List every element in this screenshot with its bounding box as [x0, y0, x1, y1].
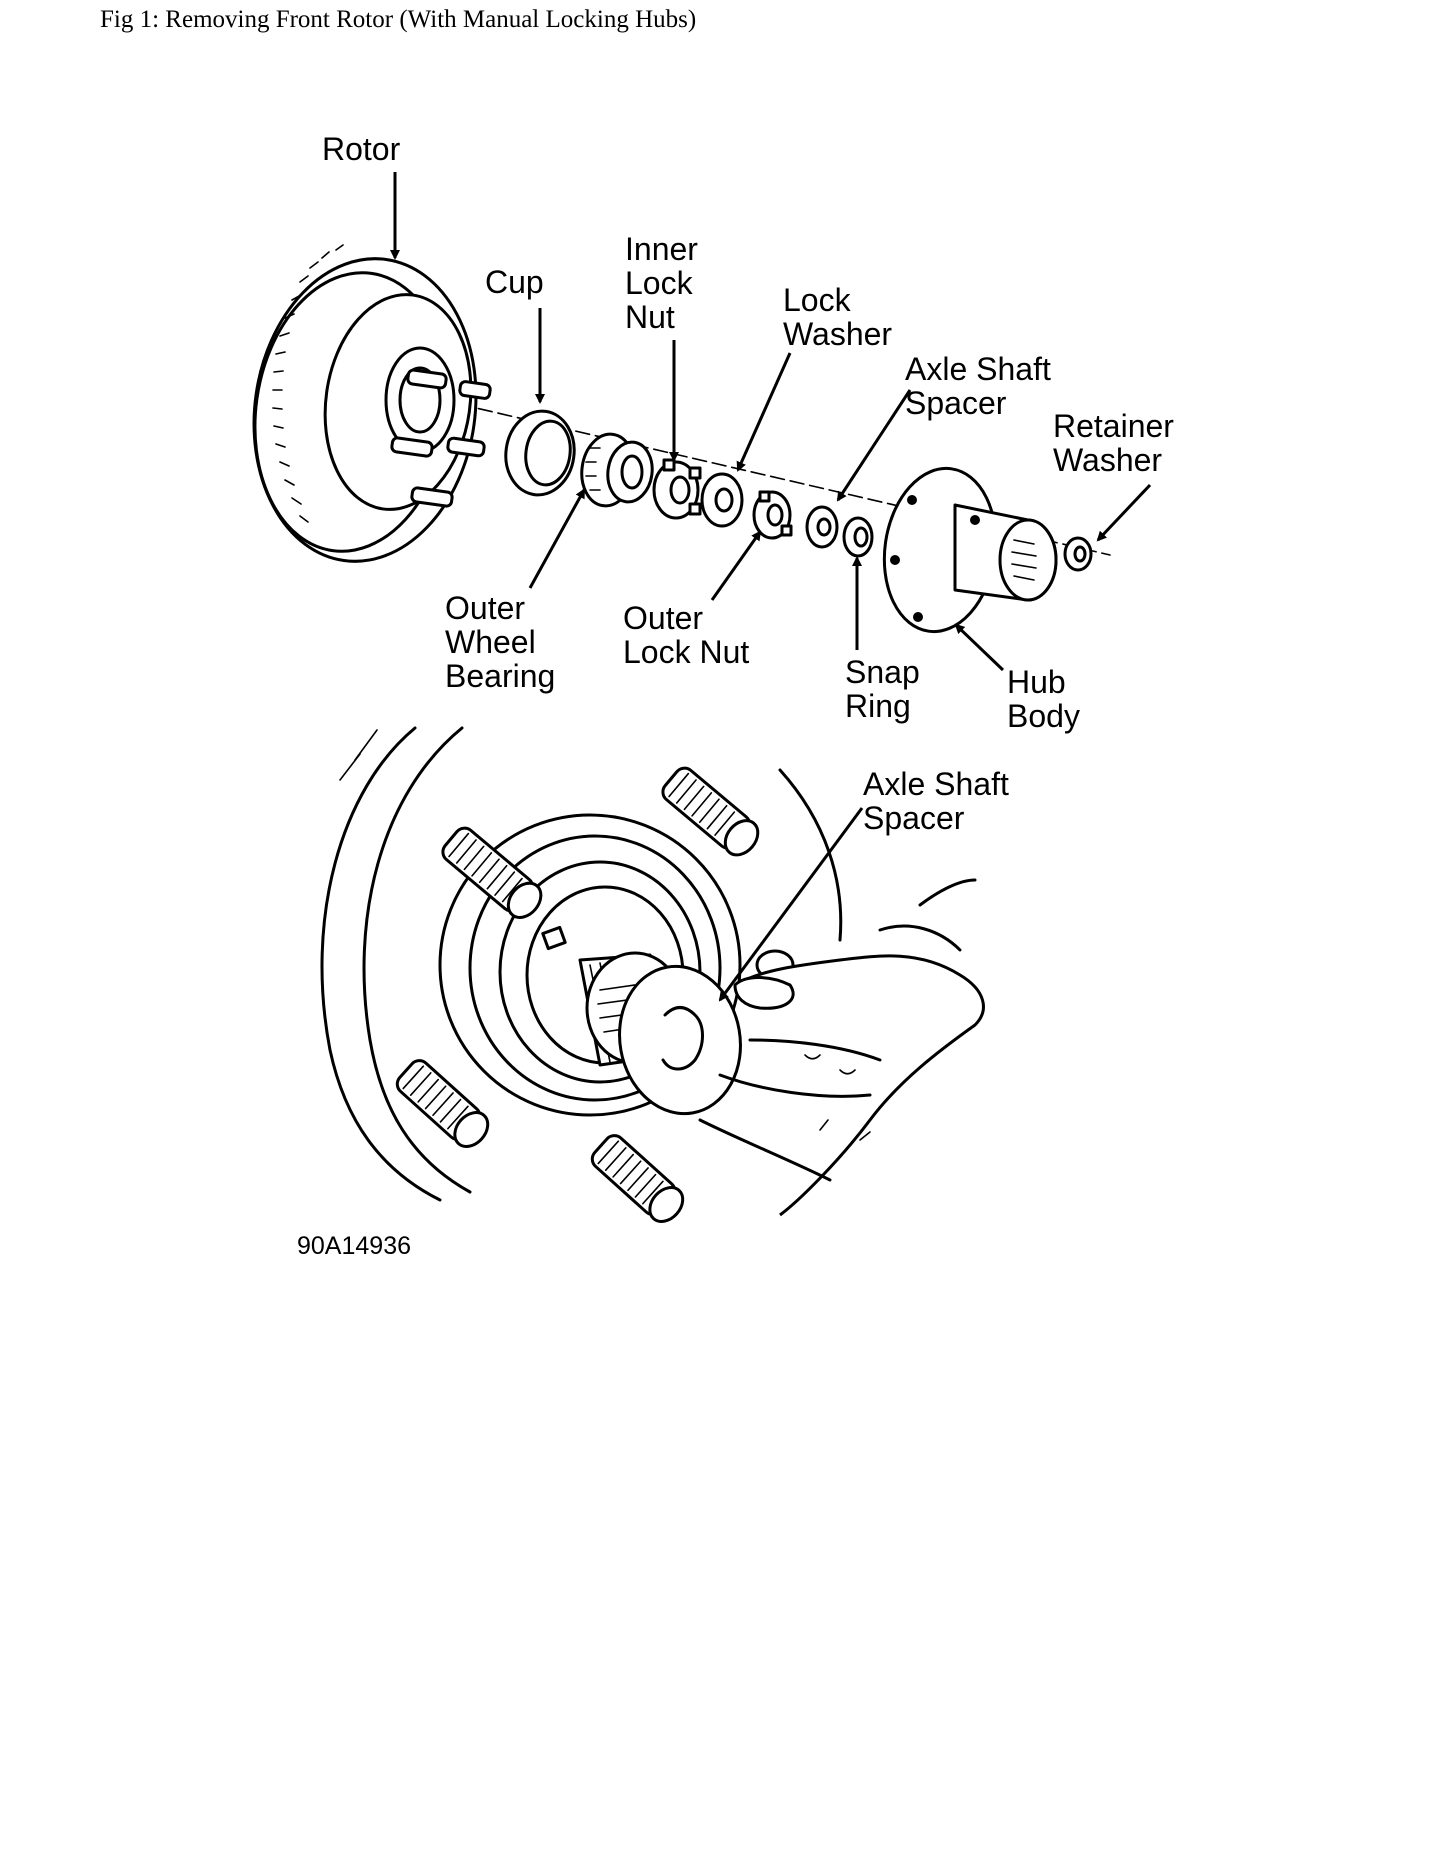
detail-view: Axle Shaft Spacer	[320, 726, 1018, 1223]
inner-lock-nut-drawing	[652, 458, 702, 520]
lock-washer-drawing	[700, 472, 744, 528]
cup-drawing	[504, 409, 576, 497]
detail-axle-shaft-spacer	[618, 964, 742, 1116]
label-axle-shaft-spacer: Axle Shaft Spacer	[905, 351, 1060, 421]
axle-shaft-spacer-drawing	[805, 505, 839, 549]
detail-wheel-studs	[395, 766, 795, 1223]
label-cup: Cup	[485, 264, 544, 300]
label-retainer-washer: Retainer Washer	[1053, 408, 1183, 478]
retainer-washer-drawing	[1063, 536, 1093, 572]
figure-caption: Fig 1: Removing Front Rotor (With Manual…	[100, 6, 697, 33]
label-lock-washer: Lock Washer	[783, 282, 892, 352]
label-detail-axle-shaft-spacer: Axle Shaft Spacer	[863, 766, 1018, 836]
hand-drawing	[698, 878, 985, 1217]
outer-lock-nut-drawing	[752, 490, 793, 540]
rotor-drawing	[252, 244, 492, 563]
wheel-studs	[390, 368, 492, 508]
label-rotor: Rotor	[322, 131, 401, 167]
label-outer-lock-nut: Outer Lock Nut	[623, 600, 749, 670]
label-snap-ring: Snap Ring	[845, 654, 929, 724]
snap-ring-drawing	[842, 516, 874, 558]
label-inner-lock-nut: Inner Lock Nut	[625, 231, 707, 335]
outer-wheel-bearing-drawing	[580, 432, 654, 508]
hub-body-drawing	[882, 466, 1058, 634]
label-hub-body: Hub Body	[1007, 664, 1080, 734]
label-outer-wheel-bearing: Outer Wheel Bearing	[445, 590, 555, 694]
figure-code: 90A14936	[297, 1232, 411, 1260]
exploded-view: Rotor Cup Inner Lock Nut Lock Washer Axl…	[252, 131, 1183, 734]
leader-arrows	[390, 172, 1152, 672]
